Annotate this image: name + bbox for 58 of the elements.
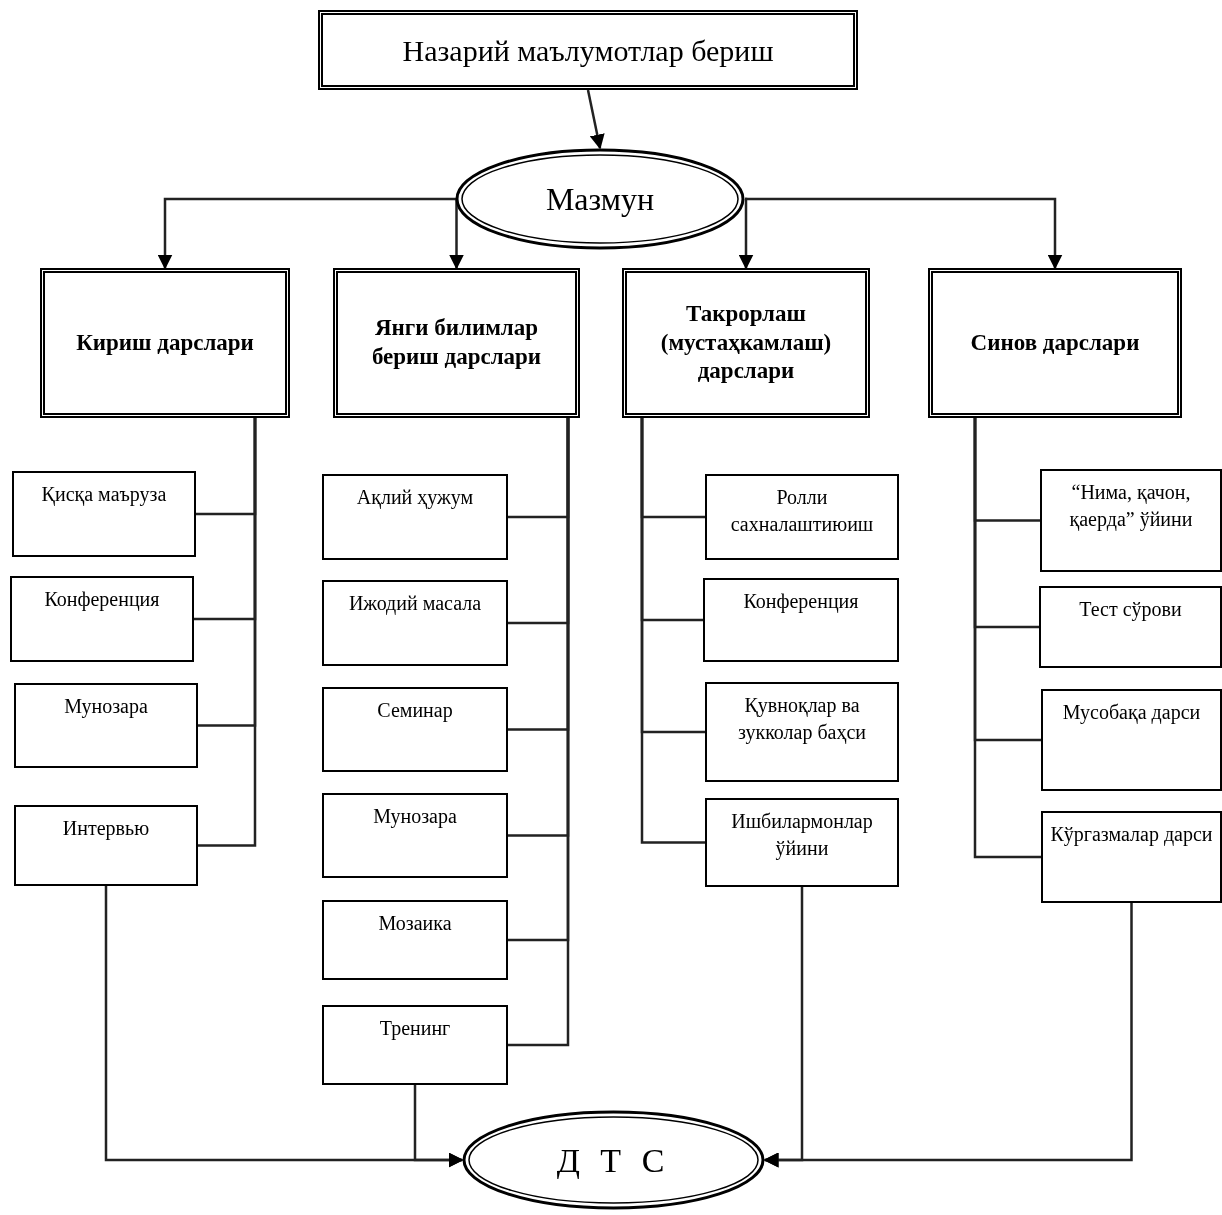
- box-label: Семинар: [377, 698, 453, 724]
- method-box: [322, 1005, 508, 1085]
- method-box: [14, 683, 198, 768]
- method-box: [322, 474, 508, 560]
- method-box: [703, 578, 899, 662]
- title-box: [318, 10, 858, 90]
- box-label: Кириш дарслари: [76, 328, 254, 357]
- box-label: Синов дарслари: [970, 328, 1140, 357]
- connector-line: [198, 418, 257, 847]
- box-label: “Нима, қачон, қаерда” ўйини: [1068, 480, 1194, 533]
- arrow: [745, 197, 1063, 270]
- arrow: [763, 903, 1133, 1168]
- box-label: Такрорлаш (мустаҳкамлаш) дарслари: [659, 299, 833, 386]
- box-label: Мунозара: [64, 694, 148, 720]
- arrow: [586, 89, 605, 150]
- box-label: Янги билимлар бериш дарслари: [370, 314, 543, 371]
- method-box: [1041, 811, 1222, 903]
- method-box: [322, 793, 508, 878]
- box-label: Мунозара: [373, 804, 457, 830]
- box-label: Ижодий масала: [348, 591, 482, 617]
- method-box: [12, 471, 196, 557]
- arrow: [738, 197, 754, 270]
- node-label: Д Т С: [556, 1140, 671, 1181]
- category-box: [622, 268, 870, 418]
- box-label: Кўргазмалар дарси: [1050, 822, 1213, 848]
- method-box: [705, 798, 899, 887]
- box-label: Тренинг: [379, 1016, 451, 1042]
- method-box: [322, 687, 508, 772]
- connector-line: [508, 418, 570, 1047]
- category-box: [928, 268, 1182, 418]
- box-label: Назарий маълумотлар бериш: [402, 32, 774, 69]
- connector-line: [640, 418, 705, 844]
- arrow: [413, 1085, 464, 1168]
- box-label: Мусобақа дарси: [1062, 700, 1201, 726]
- box-label: Интервью: [62, 816, 150, 842]
- box-label: Ақлий ҳужум: [356, 485, 474, 511]
- box-label: Мозаика: [378, 911, 452, 936]
- box-label: Конференция: [44, 587, 160, 613]
- method-box: [705, 474, 899, 560]
- method-box: [1039, 586, 1222, 668]
- connector-line: [973, 418, 1041, 859]
- box-label: Қувноқлар ва зукколар баҳси: [736, 693, 868, 746]
- box-label: Қисқа маъруза: [41, 482, 167, 508]
- method-box: [705, 682, 899, 782]
- node-label: Мазмун: [545, 180, 655, 219]
- method-box: [322, 900, 508, 980]
- arrow: [157, 197, 455, 270]
- category-box: [40, 268, 290, 418]
- method-box: [1040, 469, 1222, 572]
- box-label: Ишбилармонлар ўйини: [730, 809, 874, 862]
- method-box: [14, 805, 198, 886]
- box-label: Тест сўрови: [1079, 597, 1182, 623]
- method-box: [322, 580, 508, 666]
- method-box: [10, 576, 194, 662]
- method-box: [1041, 689, 1222, 791]
- box-label: Ролли сахналаштиюиш: [729, 485, 875, 537]
- box-label: Конференция: [743, 589, 859, 615]
- category-box: [333, 268, 580, 418]
